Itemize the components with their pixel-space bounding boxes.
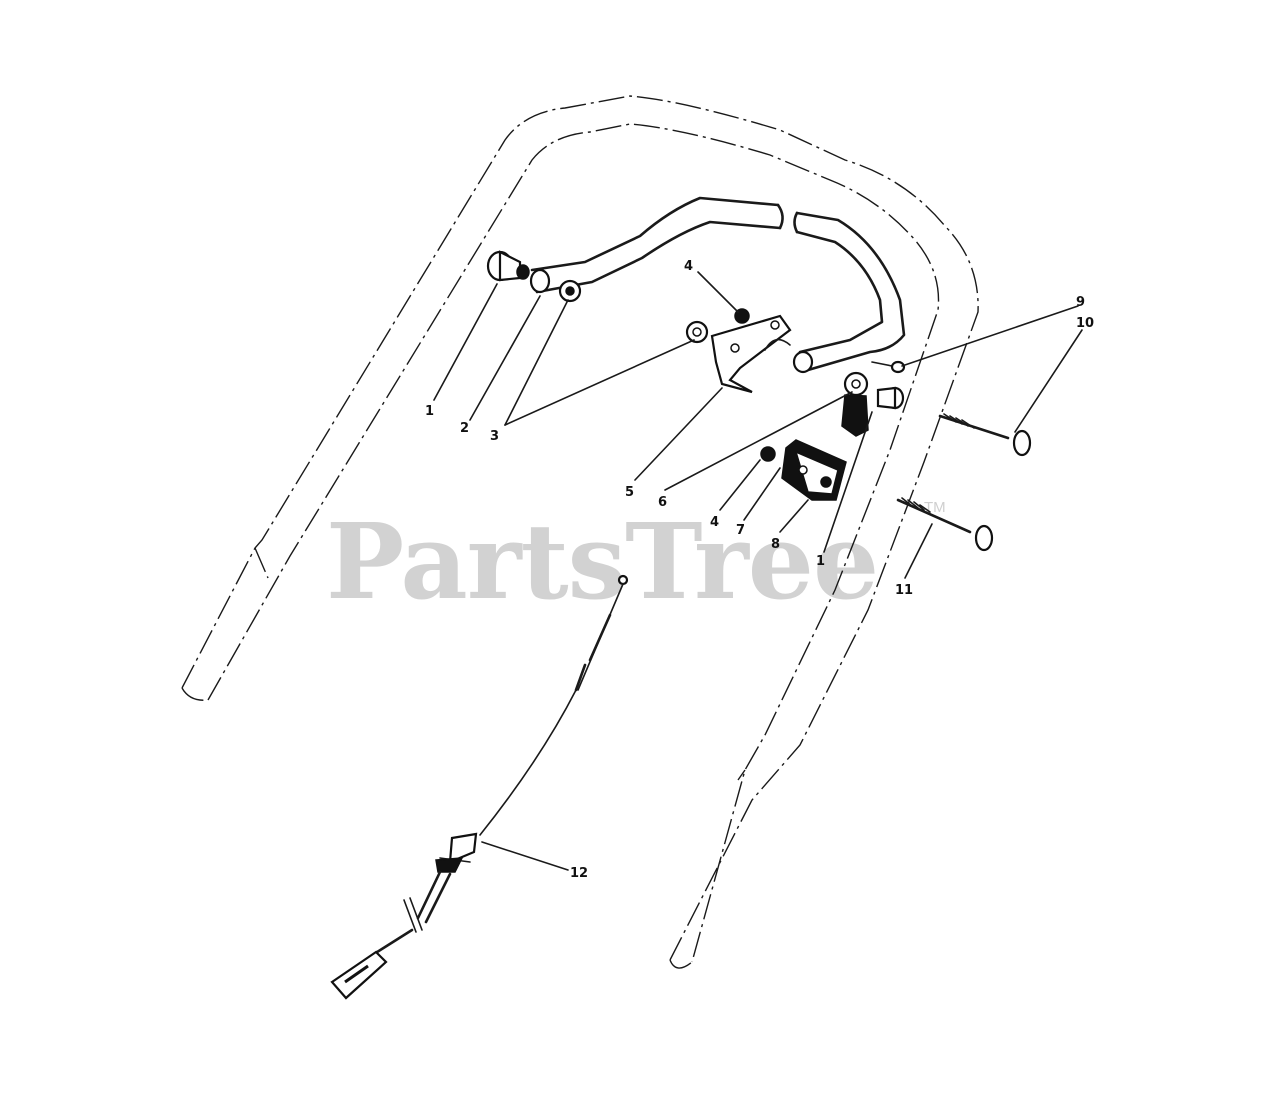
bail-handle bbox=[529, 196, 906, 374]
part-9-screw bbox=[871, 360, 906, 374]
callout-4-bottom: 4 bbox=[710, 515, 719, 530]
callout-12: 12 bbox=[570, 866, 588, 881]
watermark-text: PartsTree bbox=[326, 500, 878, 623]
callout-1-right: 1 bbox=[816, 554, 825, 569]
callout-labels: 1 2 3 4 5 6 4 7 8 1 9 10 11 12 bbox=[425, 259, 1094, 881]
leader-lines bbox=[433, 271, 1083, 871]
watermark: PartsTree TM bbox=[326, 499, 946, 623]
part-3-bushings bbox=[558, 279, 709, 344]
part-12-control-cable bbox=[330, 574, 629, 1000]
callout-5: 5 bbox=[625, 485, 634, 500]
part-1-bushing-left bbox=[486, 250, 530, 282]
part-5-bracket bbox=[710, 314, 792, 394]
callout-7: 7 bbox=[736, 523, 745, 538]
phantom-handle-frame bbox=[181, 95, 979, 969]
callout-10: 10 bbox=[1076, 316, 1094, 331]
callout-2: 2 bbox=[460, 421, 469, 436]
callout-8: 8 bbox=[771, 537, 780, 552]
callout-9: 9 bbox=[1076, 295, 1085, 310]
part-7-nut bbox=[760, 446, 776, 462]
part-10-bolt bbox=[938, 413, 1032, 457]
callout-4-top: 4 bbox=[684, 259, 693, 274]
part-6-cable-anchor bbox=[841, 371, 905, 437]
callout-11: 11 bbox=[895, 583, 913, 598]
part-8-clamp bbox=[781, 439, 847, 501]
callout-1-left: 1 bbox=[425, 404, 434, 419]
callout-6: 6 bbox=[658, 495, 667, 510]
part-11-bolt bbox=[896, 497, 994, 552]
callout-3: 3 bbox=[490, 429, 499, 444]
